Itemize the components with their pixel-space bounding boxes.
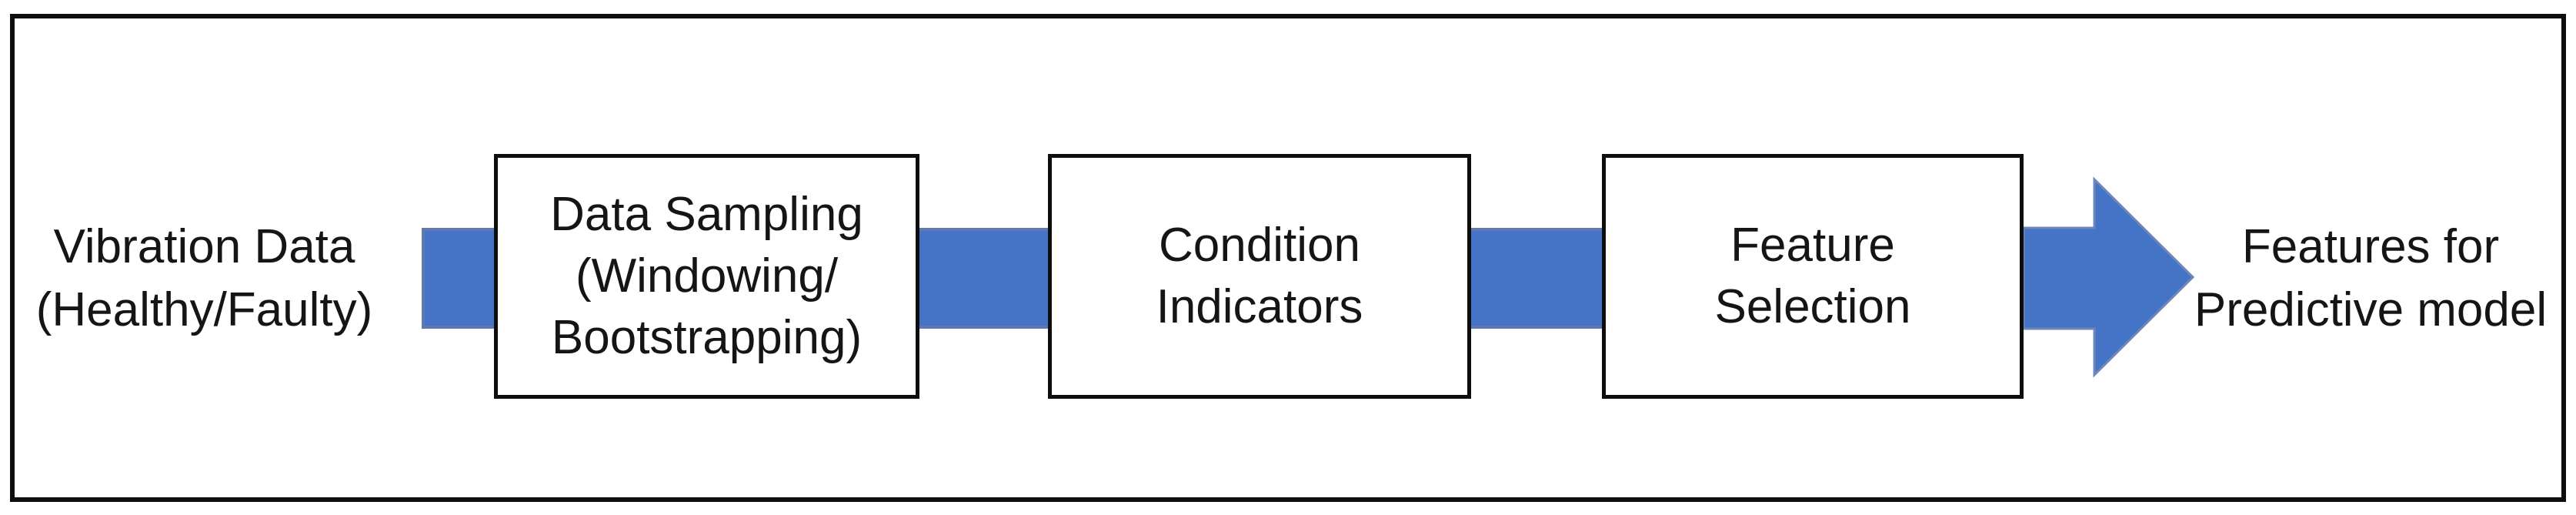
box-line: Feature	[1730, 219, 1895, 272]
box-line: Bootstrapping)	[551, 311, 863, 364]
figure-frame	[10, 14, 2566, 502]
box-line: Condition	[1159, 219, 1360, 272]
flow-arrow	[2022, 176, 2195, 378]
source-label: Vibration Data (Healthy/Faulty)	[6, 216, 402, 342]
flow-connector-1	[422, 228, 497, 329]
process-box-feature-selection: Feature Selection	[1602, 154, 2024, 399]
flow-arrow-shape	[2022, 176, 2195, 378]
result-label-line1: Features for	[2241, 220, 2500, 273]
result-label: Features for Predictive model	[2190, 216, 2551, 342]
flow-connector-2	[916, 228, 1051, 329]
process-box-condition-indicators: Condition Indicators	[1048, 154, 1471, 399]
result-label-line2: Predictive model	[2194, 283, 2548, 336]
process-box-data-sampling: Data Sampling (Windowing/ Bootstrapping)	[494, 154, 919, 399]
source-label-line1: Vibration Data	[53, 220, 355, 273]
flow-connector-3	[1468, 228, 1605, 329]
source-label-line2: (Healthy/Faulty)	[35, 283, 373, 336]
box-line: Indicators	[1156, 280, 1363, 333]
box-line: Data Sampling	[550, 188, 863, 241]
box-line: (Windowing/	[575, 249, 839, 303]
box-line: Selection	[1714, 280, 1911, 333]
